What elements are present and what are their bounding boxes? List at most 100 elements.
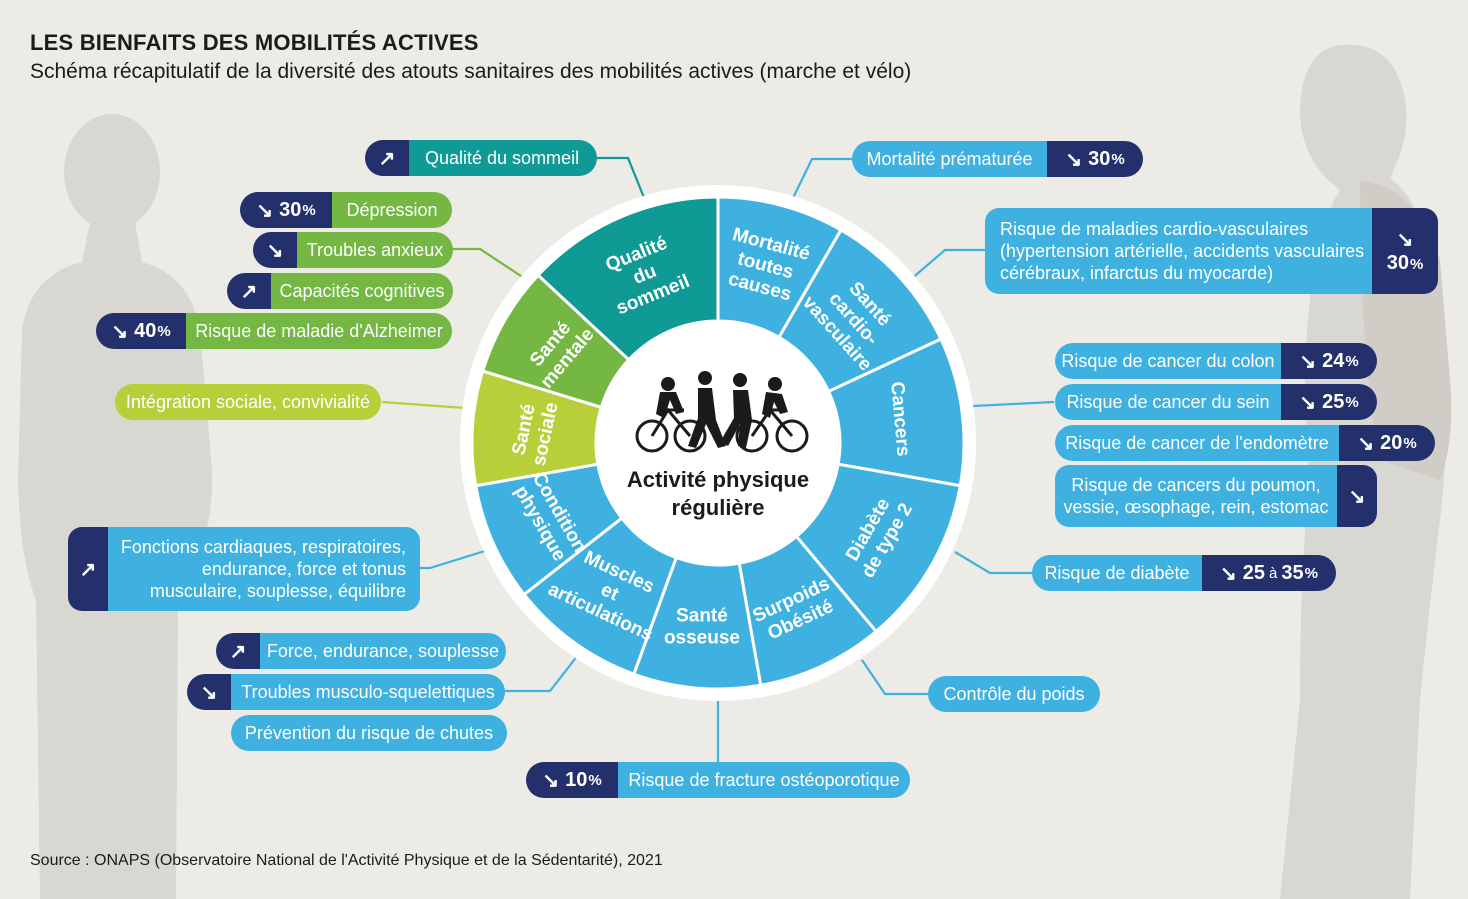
arrow-down-icon: ↘ [1299,391,1317,414]
mortality-label: Mortalité prématurée [852,141,1047,177]
colon-cancer-unit: % [1345,352,1359,370]
arrow-down-icon: ↘ [253,232,297,268]
alzheimer-pill: ↘40% Risque de maladie d'Alzheimer [96,313,452,349]
arrow-down-icon: ↘ [1065,148,1083,171]
other-cancers-line1: Risque de cancers du poumon, [1071,475,1321,495]
fracture-value: 10 [565,768,588,791]
sleep-quality-label: Qualité du sommeil [409,140,598,176]
alzheimer-badge: ↘40% [96,313,186,349]
anxiety-label: Troubles anxieux [297,232,453,268]
arrow-down-icon: ↘ [1396,229,1414,251]
weight-control-label: Contrôle du poids [928,676,1100,712]
anxiety-pill: ↘ Troubles anxieux [253,232,453,268]
depression-badge: ↘30% [240,192,332,228]
cardio-line3: cérébraux, infarctus du myocarde) [1000,263,1274,283]
depression-pill: ↘30% Dépression [240,192,452,228]
colon-cancer-label: Risque de cancer du colon [1055,343,1281,379]
diabetes-unit: % [1304,564,1318,582]
fitness-line2: endurance, force et tonus [201,559,406,579]
colon-cancer-badge: ↘24% [1281,343,1377,379]
page-subtitle: Schéma récapitulatif de la diversité des… [30,60,912,83]
arrow-down-icon: ↘ [1220,562,1237,585]
breast-cancer-value: 25 [1322,390,1345,413]
arrow-up-icon: ↗ [68,527,108,611]
depression-label: Dépression [332,192,452,228]
mortality-pill: Mortalité prématurée ↘30% [852,141,1143,177]
page-title: LES BIENFAITS DES MOBILITÉS ACTIVES [30,30,479,55]
arrow-up-icon: ↗ [227,273,271,309]
strength-label: Force, endurance, souplesse [260,633,506,669]
colon-cancer-pill: Risque de cancer du colon ↘24% [1055,343,1377,379]
cardio-risk-badge: ↘ 30% [1372,208,1438,294]
arrow-down-icon: ↘ [1299,350,1317,373]
cardio-risk-text: Risque de maladies cardio-vasculaires (h… [985,208,1372,294]
depression-value: 30 [279,198,302,221]
arrow-down-icon: ↘ [187,674,231,710]
depression-unit: % [302,201,316,219]
alzheimer-label: Risque de maladie d'Alzheimer [186,313,452,349]
alzheimer-unit: % [157,322,171,340]
arrow-down-icon: ↘ [256,199,274,222]
left-person-silhouette [18,114,213,899]
arrow-up-icon: ↗ [365,140,409,176]
fitness-text: Fonctions cardiaques, respiratoires, end… [108,527,420,611]
center-label-line2: régulière [671,495,765,520]
wheel-center-label: Activité physique régulière [608,466,828,522]
fitness-line1: Fonctions cardiaques, respiratoires, [120,537,406,557]
arrow-down-icon: ↘ [1357,432,1375,455]
breast-cancer-unit: % [1345,393,1359,411]
endometrium-cancer-badge: ↘20% [1339,425,1435,461]
wheel-segment [535,195,720,362]
cardio-risk-unit: % [1409,256,1424,273]
fracture-unit: % [588,771,602,789]
breast-cancer-badge: ↘25% [1281,384,1377,420]
fracture-badge: ↘10% [526,762,618,798]
diabetes-value-to: 35 [1281,561,1304,584]
endometrium-cancer-value: 20 [1380,431,1403,454]
diabetes-between: à [1269,564,1278,582]
other-cancers-pill: Risque de cancers du poumon, vessie, œso… [1055,465,1377,527]
other-cancers-line2: vessie, œsophage, rein, estomac [1063,497,1329,517]
wheel-segment [480,273,631,410]
breast-cancer-label: Risque de cancer du sein [1055,384,1281,420]
cardio-risk-value: 30 [1386,252,1409,274]
cardio-line2: (hypertension artérielle, accidents vasc… [1000,241,1365,261]
weight-control-pill: Contrôle du poids [928,676,1100,712]
endometrium-cancer-pill: Risque de cancer de l'endomètre ↘20% [1055,425,1435,461]
arrow-down-icon: ↘ [542,769,560,792]
social-integration-label: Intégration sociale, convivialité [115,384,381,420]
fracture-label: Risque de fracture ostéoporotique [618,762,910,798]
fitness-pill: ↗ Fonctions cardiaques, respiratoires, e… [68,527,420,611]
colon-cancer-value: 24 [1322,349,1345,372]
cognitive-pill: ↗ Capacités cognitives [227,273,453,309]
fracture-pill: ↘10% Risque de fracture ostéoporotique [526,762,910,798]
msd-pill: ↘ Troubles musculo-squelettiques [187,674,505,710]
cognitive-label: Capacités cognitives [271,273,453,309]
cardio-line1: Risque de maladies cardio-vasculaires [1000,219,1309,239]
arrow-up-icon: ↗ [216,633,260,669]
endometrium-cancer-label: Risque de cancer de l'endomètre [1055,425,1339,461]
mortality-badge: ↘30% [1047,141,1143,177]
mortality-unit: % [1111,150,1125,168]
source-note: Source : ONAPS (Observatoire National de… [30,852,663,869]
falls-label: Prévention du risque de chutes [231,715,507,751]
endometrium-cancer-unit: % [1403,434,1417,452]
mortality-value: 30 [1088,147,1111,170]
fitness-line3: musculaire, souplesse, équilibre [149,581,406,601]
center-label-line1: Activité physique [626,467,810,492]
walkers-and-cyclists-icon [635,371,809,453]
falls-pill: Prévention du risque de chutes [231,715,507,751]
breast-cancer-pill: Risque de cancer du sein ↘25% [1055,384,1377,420]
arrow-down-icon: ↘ [111,320,129,343]
other-cancers-text: Risque de cancers du poumon, vessie, œso… [1055,465,1337,527]
cardio-risk-value-wrap: 30% [1387,252,1424,275]
alzheimer-value: 40 [134,319,157,342]
diabetes-label: Risque de diabète [1032,555,1202,591]
arrow-down-icon: ↘ [1337,465,1377,527]
sleep-quality-pill: ↗ Qualité du sommeil [365,140,598,176]
